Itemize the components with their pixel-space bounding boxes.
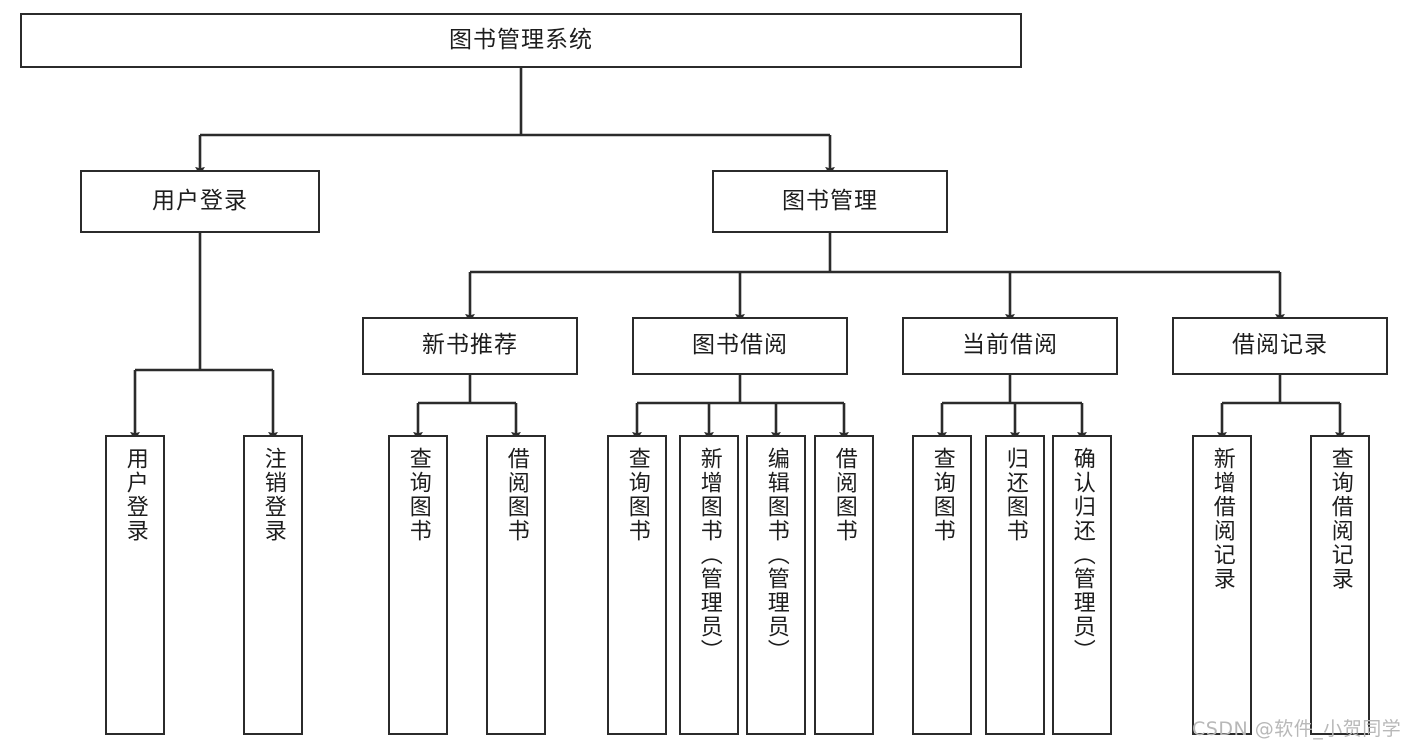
leaf-query-book-1-label: 查询图书 xyxy=(405,447,431,543)
node-root[interactable]: 图书管理系统 xyxy=(20,13,1022,68)
leaf-user-login[interactable]: 用户登录 xyxy=(105,435,165,735)
leaf-confirm-return-admin-label: 确认归还（管理员） xyxy=(1069,447,1095,663)
leaf-return-book-label: 归还图书 xyxy=(1002,447,1028,543)
leaf-borrow-book-1[interactable]: 借阅图书 xyxy=(486,435,546,735)
node-borrow-record-label: 借阅记录 xyxy=(1232,332,1328,359)
leaf-return-book[interactable]: 归还图书 xyxy=(985,435,1045,735)
leaf-query-book-3[interactable]: 查询图书 xyxy=(912,435,972,735)
node-borrow-record[interactable]: 借阅记录 xyxy=(1172,317,1388,375)
leaf-user-logout[interactable]: 注销登录 xyxy=(243,435,303,735)
csdn-watermark: CSDN @软件_小贺同学 xyxy=(1192,718,1402,740)
leaf-query-book-1[interactable]: 查询图书 xyxy=(388,435,448,735)
leaf-user-login-label: 用户登录 xyxy=(122,447,148,543)
node-user-login-label: 用户登录 xyxy=(152,187,248,214)
edge-paths xyxy=(130,68,1345,441)
leaf-add-borrow-record[interactable]: 新增借阅记录 xyxy=(1192,435,1252,735)
leaf-borrow-book-2[interactable]: 借阅图书 xyxy=(814,435,874,735)
node-book-borrow-label: 图书借阅 xyxy=(692,332,788,359)
leaf-query-book-2[interactable]: 查询图书 xyxy=(607,435,667,735)
node-book-borrow[interactable]: 图书借阅 xyxy=(632,317,848,375)
node-new-book-recommend[interactable]: 新书推荐 xyxy=(362,317,578,375)
node-current-borrow[interactable]: 当前借阅 xyxy=(902,317,1118,375)
node-user-login[interactable]: 用户登录 xyxy=(80,170,320,233)
leaf-borrow-book-1-label: 借阅图书 xyxy=(503,447,529,543)
leaf-borrow-book-2-label: 借阅图书 xyxy=(831,447,857,543)
leaf-add-borrow-record-label: 新增借阅记录 xyxy=(1209,447,1235,591)
node-book-manage-label: 图书管理 xyxy=(782,187,878,214)
node-new-book-recommend-label: 新书推荐 xyxy=(422,332,518,359)
node-current-borrow-label: 当前借阅 xyxy=(962,332,1058,359)
node-root-label: 图书管理系统 xyxy=(449,26,593,53)
leaf-query-book-2-label: 查询图书 xyxy=(624,447,650,543)
leaf-query-borrow-record-label: 查询借阅记录 xyxy=(1327,447,1353,591)
leaf-user-logout-label: 注销登录 xyxy=(260,447,286,543)
leaf-edit-book-admin[interactable]: 编辑图书（管理员） xyxy=(746,435,806,735)
leaf-add-book-admin[interactable]: 新增图书（管理员） xyxy=(679,435,739,735)
leaf-add-book-admin-label: 新增图书（管理员） xyxy=(696,447,722,663)
leaf-confirm-return-admin[interactable]: 确认归还（管理员） xyxy=(1052,435,1112,735)
leaf-query-borrow-record[interactable]: 查询借阅记录 xyxy=(1310,435,1370,735)
leaf-edit-book-admin-label: 编辑图书（管理员） xyxy=(763,447,789,663)
leaf-query-book-3-label: 查询图书 xyxy=(929,447,955,543)
node-book-manage[interactable]: 图书管理 xyxy=(712,170,948,233)
